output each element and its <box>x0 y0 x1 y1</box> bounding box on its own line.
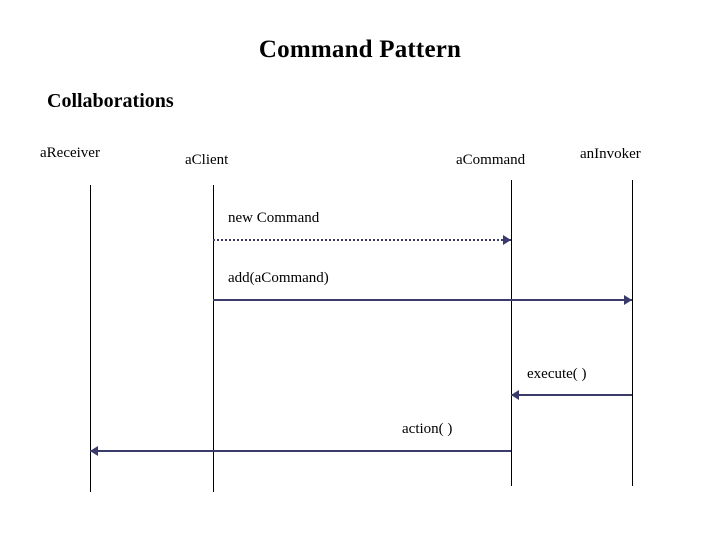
section-heading-collaborations: Collaborations <box>47 90 174 112</box>
message-label-action: action( ) <box>402 421 453 437</box>
message-label-new-command: new Command <box>228 210 320 226</box>
message-label-execute: execute( ) <box>527 366 587 382</box>
message-arrowhead-add-acommand <box>624 295 632 305</box>
message-arrowhead-new-command <box>503 235 511 245</box>
message-line-add-acommand <box>213 299 632 301</box>
lifeline-aClient <box>213 185 214 492</box>
message-line-execute <box>511 394 632 396</box>
message-label-add-acommand: add(aCommand) <box>228 270 329 286</box>
lifeline-aReceiver <box>90 185 91 492</box>
message-arrowhead-action <box>90 446 98 456</box>
message-arrowhead-execute <box>511 390 519 400</box>
page-title: Command Pattern <box>258 36 462 63</box>
object-label-aClient: aClient <box>185 152 229 168</box>
message-line-new-command <box>213 239 511 241</box>
message-line-action <box>90 450 511 452</box>
object-label-aReceiver: aReceiver <box>40 145 100 161</box>
lifeline-aCommand <box>511 180 512 486</box>
lifeline-anInvoker <box>632 180 633 486</box>
object-label-anInvoker: anInvoker <box>580 146 641 162</box>
object-label-aCommand: aCommand <box>456 152 526 168</box>
